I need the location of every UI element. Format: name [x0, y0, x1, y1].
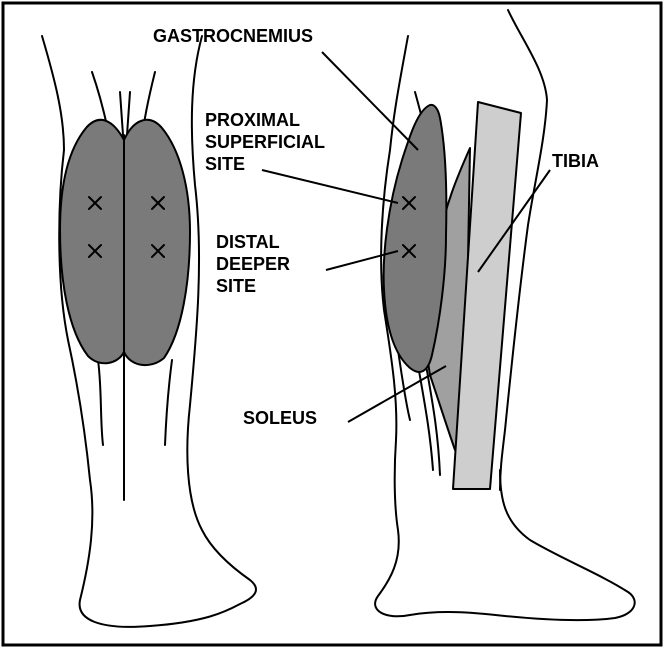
soleus-label: SOLEUS — [243, 408, 317, 428]
tibia-label: TIBIA — [552, 151, 599, 171]
distal-site-label-line: SITE — [216, 276, 256, 296]
gastrocnemius-label: GASTROCNEMIUS — [153, 26, 313, 46]
distal-site-label-line: DEEPER — [216, 254, 290, 274]
proximal-site-label-line: SITE — [205, 154, 245, 174]
proximal-site-label-line: SUPERFICIAL — [205, 132, 325, 152]
distal-site-label-line: DISTAL — [216, 232, 280, 252]
proximal-site-label-line: PROXIMAL — [205, 110, 300, 130]
